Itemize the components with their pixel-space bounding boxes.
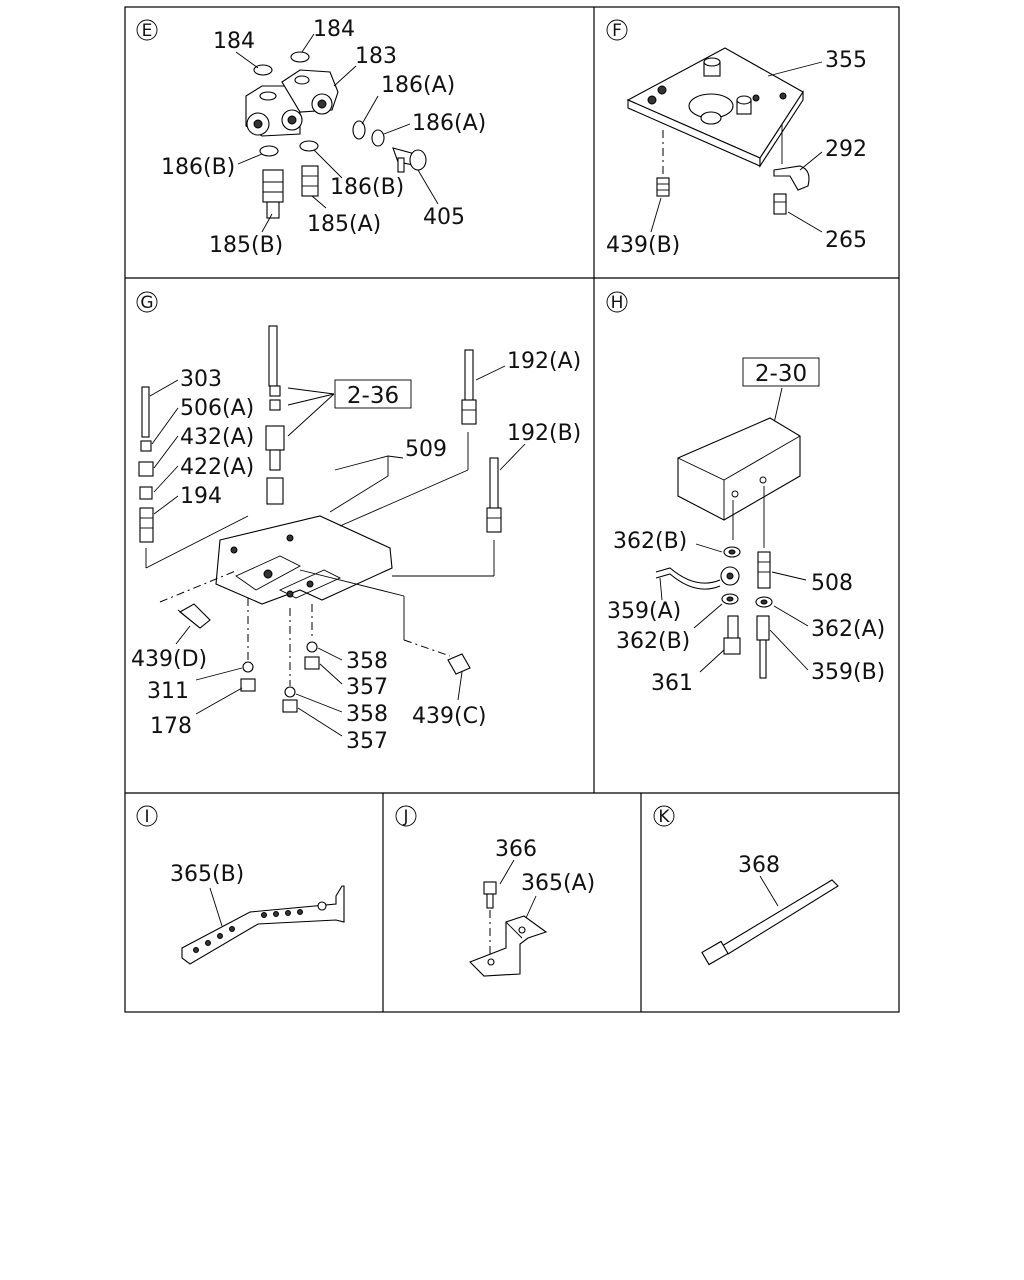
svg-text:186(B): 186(B): [330, 175, 404, 200]
section-f-drawing: 355 292 439(B) 265: [606, 47, 867, 258]
section-marker-g: G: [136, 291, 158, 313]
svg-text:185(B): 185(B): [209, 233, 283, 258]
svg-text:I: I: [144, 807, 149, 827]
svg-text:506(A): 506(A): [180, 396, 254, 421]
svg-text:405: 405: [423, 205, 465, 230]
svg-text:439(D): 439(D): [131, 647, 207, 672]
svg-text:359(B): 359(B): [811, 660, 885, 685]
svg-text:G: G: [140, 293, 153, 313]
section-marker-h: H: [606, 291, 628, 313]
section-e-drawing: 184 184 183 186(A) 186(A) 186(B) 186(B) …: [161, 17, 486, 258]
svg-text:186(B): 186(B): [161, 155, 235, 180]
svg-text:422(A): 422(A): [180, 455, 254, 480]
svg-text:303: 303: [180, 367, 222, 392]
svg-text:365(B): 365(B): [170, 862, 244, 887]
svg-text:183: 183: [355, 44, 397, 69]
section-h-drawing: 2-30: [607, 357, 885, 696]
panel-frames: [124, 6, 900, 1013]
svg-text:368: 368: [738, 853, 780, 878]
section-i-drawing: 365(B): [170, 862, 345, 965]
svg-text:J: J: [402, 807, 408, 827]
svg-text:365(A): 365(A): [521, 871, 595, 896]
section-marker-e: E: [136, 19, 158, 41]
section-marker-f: F: [606, 19, 628, 41]
svg-text:509: 509: [405, 437, 447, 462]
svg-text:355: 355: [825, 48, 867, 73]
svg-text:194: 194: [180, 484, 222, 509]
svg-text:192(B): 192(B): [507, 421, 581, 446]
section-g-drawing: 2-36: [131, 325, 581, 754]
svg-text:362(B): 362(B): [616, 629, 690, 654]
svg-text:362(B): 362(B): [613, 529, 687, 554]
svg-text:359(A): 359(A): [607, 599, 681, 624]
section-marker-i: I: [136, 805, 158, 827]
svg-text:366: 366: [495, 837, 537, 862]
svg-text:357: 357: [346, 729, 388, 754]
section-marker-j: J: [395, 805, 417, 827]
svg-text:292: 292: [825, 137, 867, 162]
svg-text:185(A): 185(A): [307, 212, 381, 237]
svg-text:184: 184: [213, 29, 255, 54]
svg-text:439(B): 439(B): [606, 233, 680, 258]
section-marker-k: K: [653, 805, 675, 827]
svg-text:357: 357: [346, 675, 388, 700]
svg-text:192(A): 192(A): [507, 349, 581, 374]
svg-text:439(C): 439(C): [412, 704, 487, 729]
svg-text:184: 184: [313, 17, 355, 42]
svg-text:432(A): 432(A): [180, 425, 254, 450]
svg-text:311: 311: [147, 679, 189, 704]
svg-text:178: 178: [150, 714, 192, 739]
svg-text:F: F: [612, 21, 622, 41]
svg-text:E: E: [142, 21, 153, 41]
svg-text:2-30: 2-30: [755, 361, 807, 387]
section-g-ref-box: [334, 379, 412, 409]
section-k-drawing: 368: [701, 853, 839, 966]
svg-text:358: 358: [346, 702, 388, 727]
svg-text:2-36: 2-36: [347, 383, 399, 409]
svg-text:265: 265: [825, 228, 867, 253]
svg-text:H: H: [611, 293, 624, 313]
svg-text:K: K: [658, 807, 670, 827]
svg-text:361: 361: [651, 671, 693, 696]
section-j-drawing: 366 365(A): [469, 837, 595, 977]
svg-text:358: 358: [346, 649, 388, 674]
svg-text:362(A): 362(A): [811, 617, 885, 642]
svg-text:186(A): 186(A): [381, 73, 455, 98]
section-h-ref-box: [742, 357, 820, 387]
section-markers: E F G H I J K: [136, 19, 675, 827]
svg-text:186(A): 186(A): [412, 111, 486, 136]
svg-text:508: 508: [811, 571, 853, 596]
